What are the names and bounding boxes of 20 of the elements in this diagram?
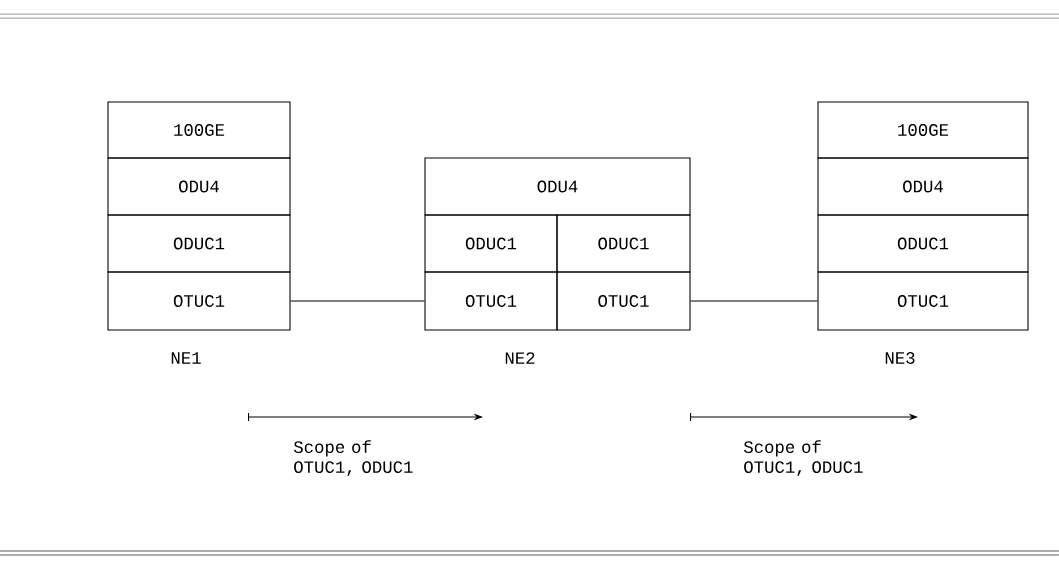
layer-box: ODUC1: [817, 214, 1029, 273]
element-label: NE1: [171, 352, 201, 364]
layer-box: ODUC1: [556, 214, 691, 273]
layer-box: ODU4: [424, 157, 691, 216]
layer-box: 100GE: [817, 101, 1029, 159]
connector-line: [290, 300, 425, 302]
layer-box: ODUC1: [107, 214, 291, 273]
layer-box: ODU4: [107, 157, 291, 216]
layer-box: ODUC1: [424, 214, 558, 273]
scope-label: Scope of OTUC1, ODUC1: [293, 440, 413, 476]
scope-label: Scope of OTUC1, ODUC1: [743, 440, 863, 476]
element-label: NE3: [885, 352, 915, 364]
layer-box: OTUC1: [424, 271, 558, 331]
layer-box: OTUC1: [107, 271, 291, 331]
connector-line: [690, 300, 818, 302]
element-label: NE2: [505, 352, 535, 364]
layer-box: OTUC1: [817, 271, 1029, 331]
layer-box: 100GE: [107, 101, 291, 159]
layer-box: ODU4: [817, 157, 1029, 216]
layer-box: OTUC1: [556, 271, 691, 331]
